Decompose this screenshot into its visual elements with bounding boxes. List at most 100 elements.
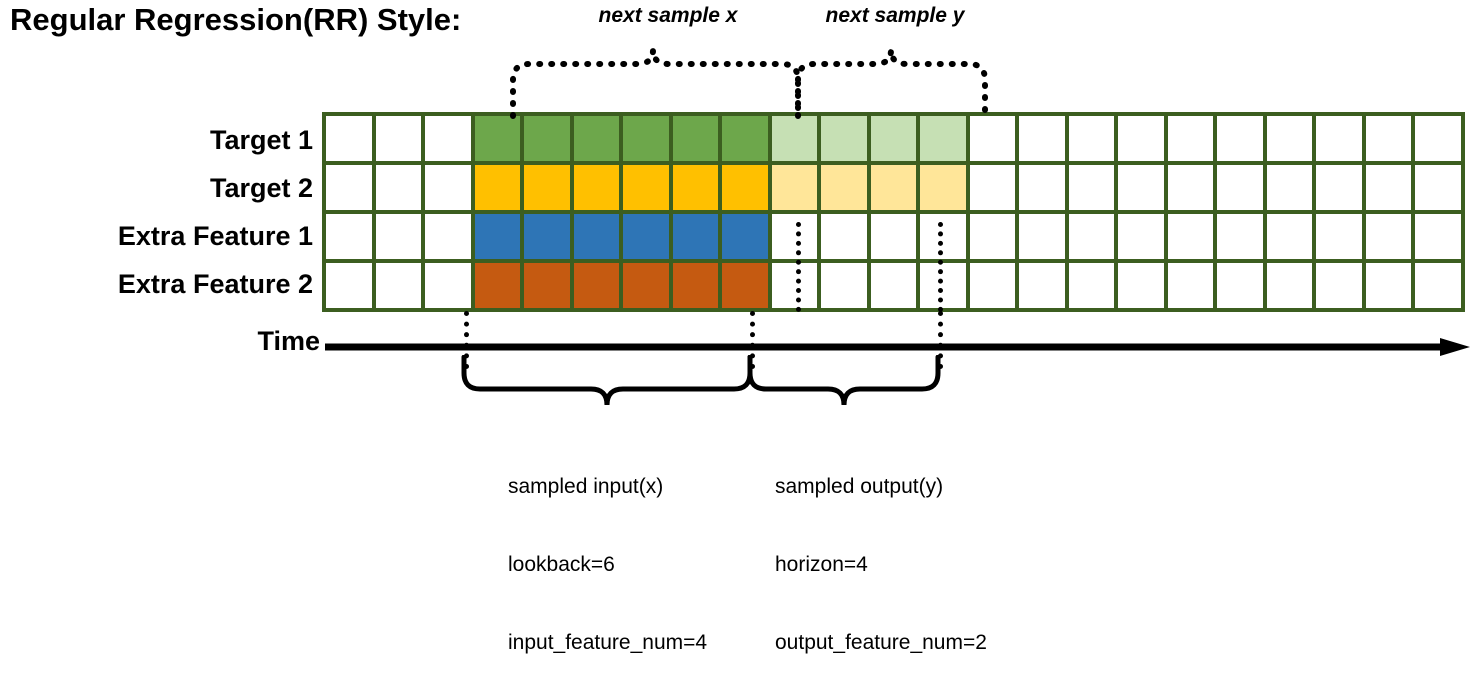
page-title: Regular Regression(RR) Style:	[10, 2, 462, 37]
next-sample-x-label: next sample x	[598, 4, 738, 27]
grid-cell-r1-c4	[474, 116, 521, 161]
grid-cell-r4-c18	[1167, 263, 1214, 308]
grid-cell-r1-c16	[1068, 116, 1115, 161]
grid-cell-r3-c7	[623, 214, 669, 259]
grid-cell-r4-c8	[672, 263, 719, 308]
grid-cell-r2-c2	[375, 165, 422, 210]
grid-cell-r2-c22	[1365, 165, 1412, 210]
grid-cell-r2-c8	[672, 165, 719, 210]
grid-cell-r4-c1	[326, 263, 372, 308]
sampled-input-title: sampled input(x)	[508, 475, 664, 498]
guide-line-output-end	[938, 222, 943, 312]
grid-cell-r4-c6	[573, 263, 620, 308]
grid-cell-r3-c9	[722, 214, 768, 259]
row-label-target-2: Target 2	[209, 173, 313, 203]
grid-cell-r4-c23	[1415, 263, 1461, 308]
grid-cell-r1-c7	[623, 116, 669, 161]
grid-cell-r3-c8	[672, 214, 719, 259]
grid-cell-r3-c16	[1068, 214, 1115, 259]
grid-cell-r1-c18	[1167, 116, 1214, 161]
bottom-solid-braces	[461, 355, 941, 406]
grid-cell-r2-c23	[1415, 165, 1461, 210]
grid-cell-r4-c20	[1266, 263, 1313, 308]
grid-cell-r1-c3	[425, 116, 471, 161]
grid-cell-r1-c12	[870, 116, 917, 161]
grid-cell-r1-c20	[1266, 116, 1313, 161]
sampled-input-caption: sampled input(x) lookback=6 input_featur…	[508, 422, 707, 682]
grid-cell-r3-c3	[425, 214, 471, 259]
brace-sampled-output	[747, 355, 941, 406]
grid-cell-r4-c15	[1019, 263, 1065, 308]
grid-cell-r1-c15	[1019, 116, 1065, 161]
grid-cell-r2-c6	[573, 165, 620, 210]
sampled-output-horizon: horizon=4	[775, 553, 868, 576]
grid-cell-r4-c22	[1365, 263, 1412, 308]
grid-cell-r1-c8	[672, 116, 719, 161]
grid-cell-r2-c7	[623, 165, 669, 210]
grid-cell-r2-c14	[969, 165, 1016, 210]
grid-cell-r3-c22	[1365, 214, 1412, 259]
guide-line-input-end-lower	[750, 311, 755, 369]
grid-cell-r3-c2	[375, 214, 422, 259]
top-dotted-braces	[510, 49, 988, 119]
grid-cell-r4-c2	[375, 263, 422, 308]
grid-cell-r1-c10	[771, 116, 818, 161]
grid-cell-r1-c11	[821, 116, 867, 161]
grid-cell-r3-c5	[524, 214, 570, 259]
grid-cell-r3-c6	[573, 214, 620, 259]
grid-cell-r1-c22	[1365, 116, 1412, 161]
grid-cell-r2-c17	[1118, 165, 1164, 210]
grid-cell-r2-c9	[722, 165, 768, 210]
grid-cell-r1-c17	[1118, 116, 1164, 161]
grid-cell-r1-c23	[1415, 116, 1461, 161]
grid-cell-r4-c5	[524, 263, 570, 308]
row-label-target-1: Target 1	[209, 125, 313, 155]
grid-cell-r2-c4	[474, 165, 521, 210]
grid-cell-r3-c23	[1415, 214, 1461, 259]
grid-cell-r1-c6	[573, 116, 620, 161]
grid-cell-r1-c9	[722, 116, 768, 161]
grid-cell-r4-c9	[722, 263, 768, 308]
grid-cell-r2-c11	[821, 165, 867, 210]
grid-cell-r3-c11	[821, 214, 867, 259]
grid-cell-r2-c5	[524, 165, 570, 210]
guide-line-input-start-lower	[464, 311, 469, 369]
brace-next-sample-x	[510, 49, 801, 119]
row-label-extra-feature-2: Extra Feature 2	[117, 269, 313, 299]
grid-cell-r1-c13	[920, 116, 966, 161]
sampled-input-featnum: input_feature_num=4	[508, 631, 708, 654]
grid-cell-r2-c15	[1019, 165, 1065, 210]
grid-cell-r4-c13	[920, 263, 966, 308]
grid-cell-r3-c19	[1217, 214, 1263, 259]
sampled-output-featnum: output_feature_num=2	[775, 631, 987, 654]
grid-cell-r2-c13	[920, 165, 966, 210]
grid-cell-r4-c12	[870, 263, 917, 308]
next-sample-y-label: next sample y	[825, 4, 965, 27]
grid-cell-r2-c18	[1167, 165, 1214, 210]
row-label-extra-feature-1: Extra Feature 1	[117, 221, 313, 251]
grid-cell-r4-c4	[474, 263, 521, 308]
grid-cell-r3-c17	[1118, 214, 1164, 259]
grid-cell-r2-c19	[1217, 165, 1263, 210]
brace-sampled-input	[461, 355, 753, 406]
guide-line-output-end-lower	[938, 311, 943, 369]
grid-cell-r3-c18	[1167, 214, 1214, 259]
grid-cell-r1-c2	[375, 116, 422, 161]
grid-cell-r4-c14	[969, 263, 1016, 308]
grid-cell-r1-c5	[524, 116, 570, 161]
grid-cell-r3-c10	[771, 214, 818, 259]
grid-cell-r1-c14	[969, 116, 1016, 161]
grid-cell-r2-c10	[771, 165, 818, 210]
row-label-column: Target 1 Target 2 Extra Feature 1 Extra …	[0, 116, 313, 312]
grid-cell-r2-c3	[425, 165, 471, 210]
sampled-input-lookback: lookback=6	[508, 553, 615, 576]
grid-cell-r3-c1	[326, 214, 372, 259]
grid-cell-r2-c21	[1316, 165, 1362, 210]
grid-cell-r1-c19	[1217, 116, 1263, 161]
sampled-output-title: sampled output(y)	[775, 475, 944, 498]
grid-cell-r4-c19	[1217, 263, 1263, 308]
grid-cell-r2-c12	[870, 165, 917, 210]
brace-next-sample-y	[795, 49, 988, 119]
grid-cell-r4-c11	[821, 263, 867, 308]
grid-cell-r4-c7	[623, 263, 669, 308]
